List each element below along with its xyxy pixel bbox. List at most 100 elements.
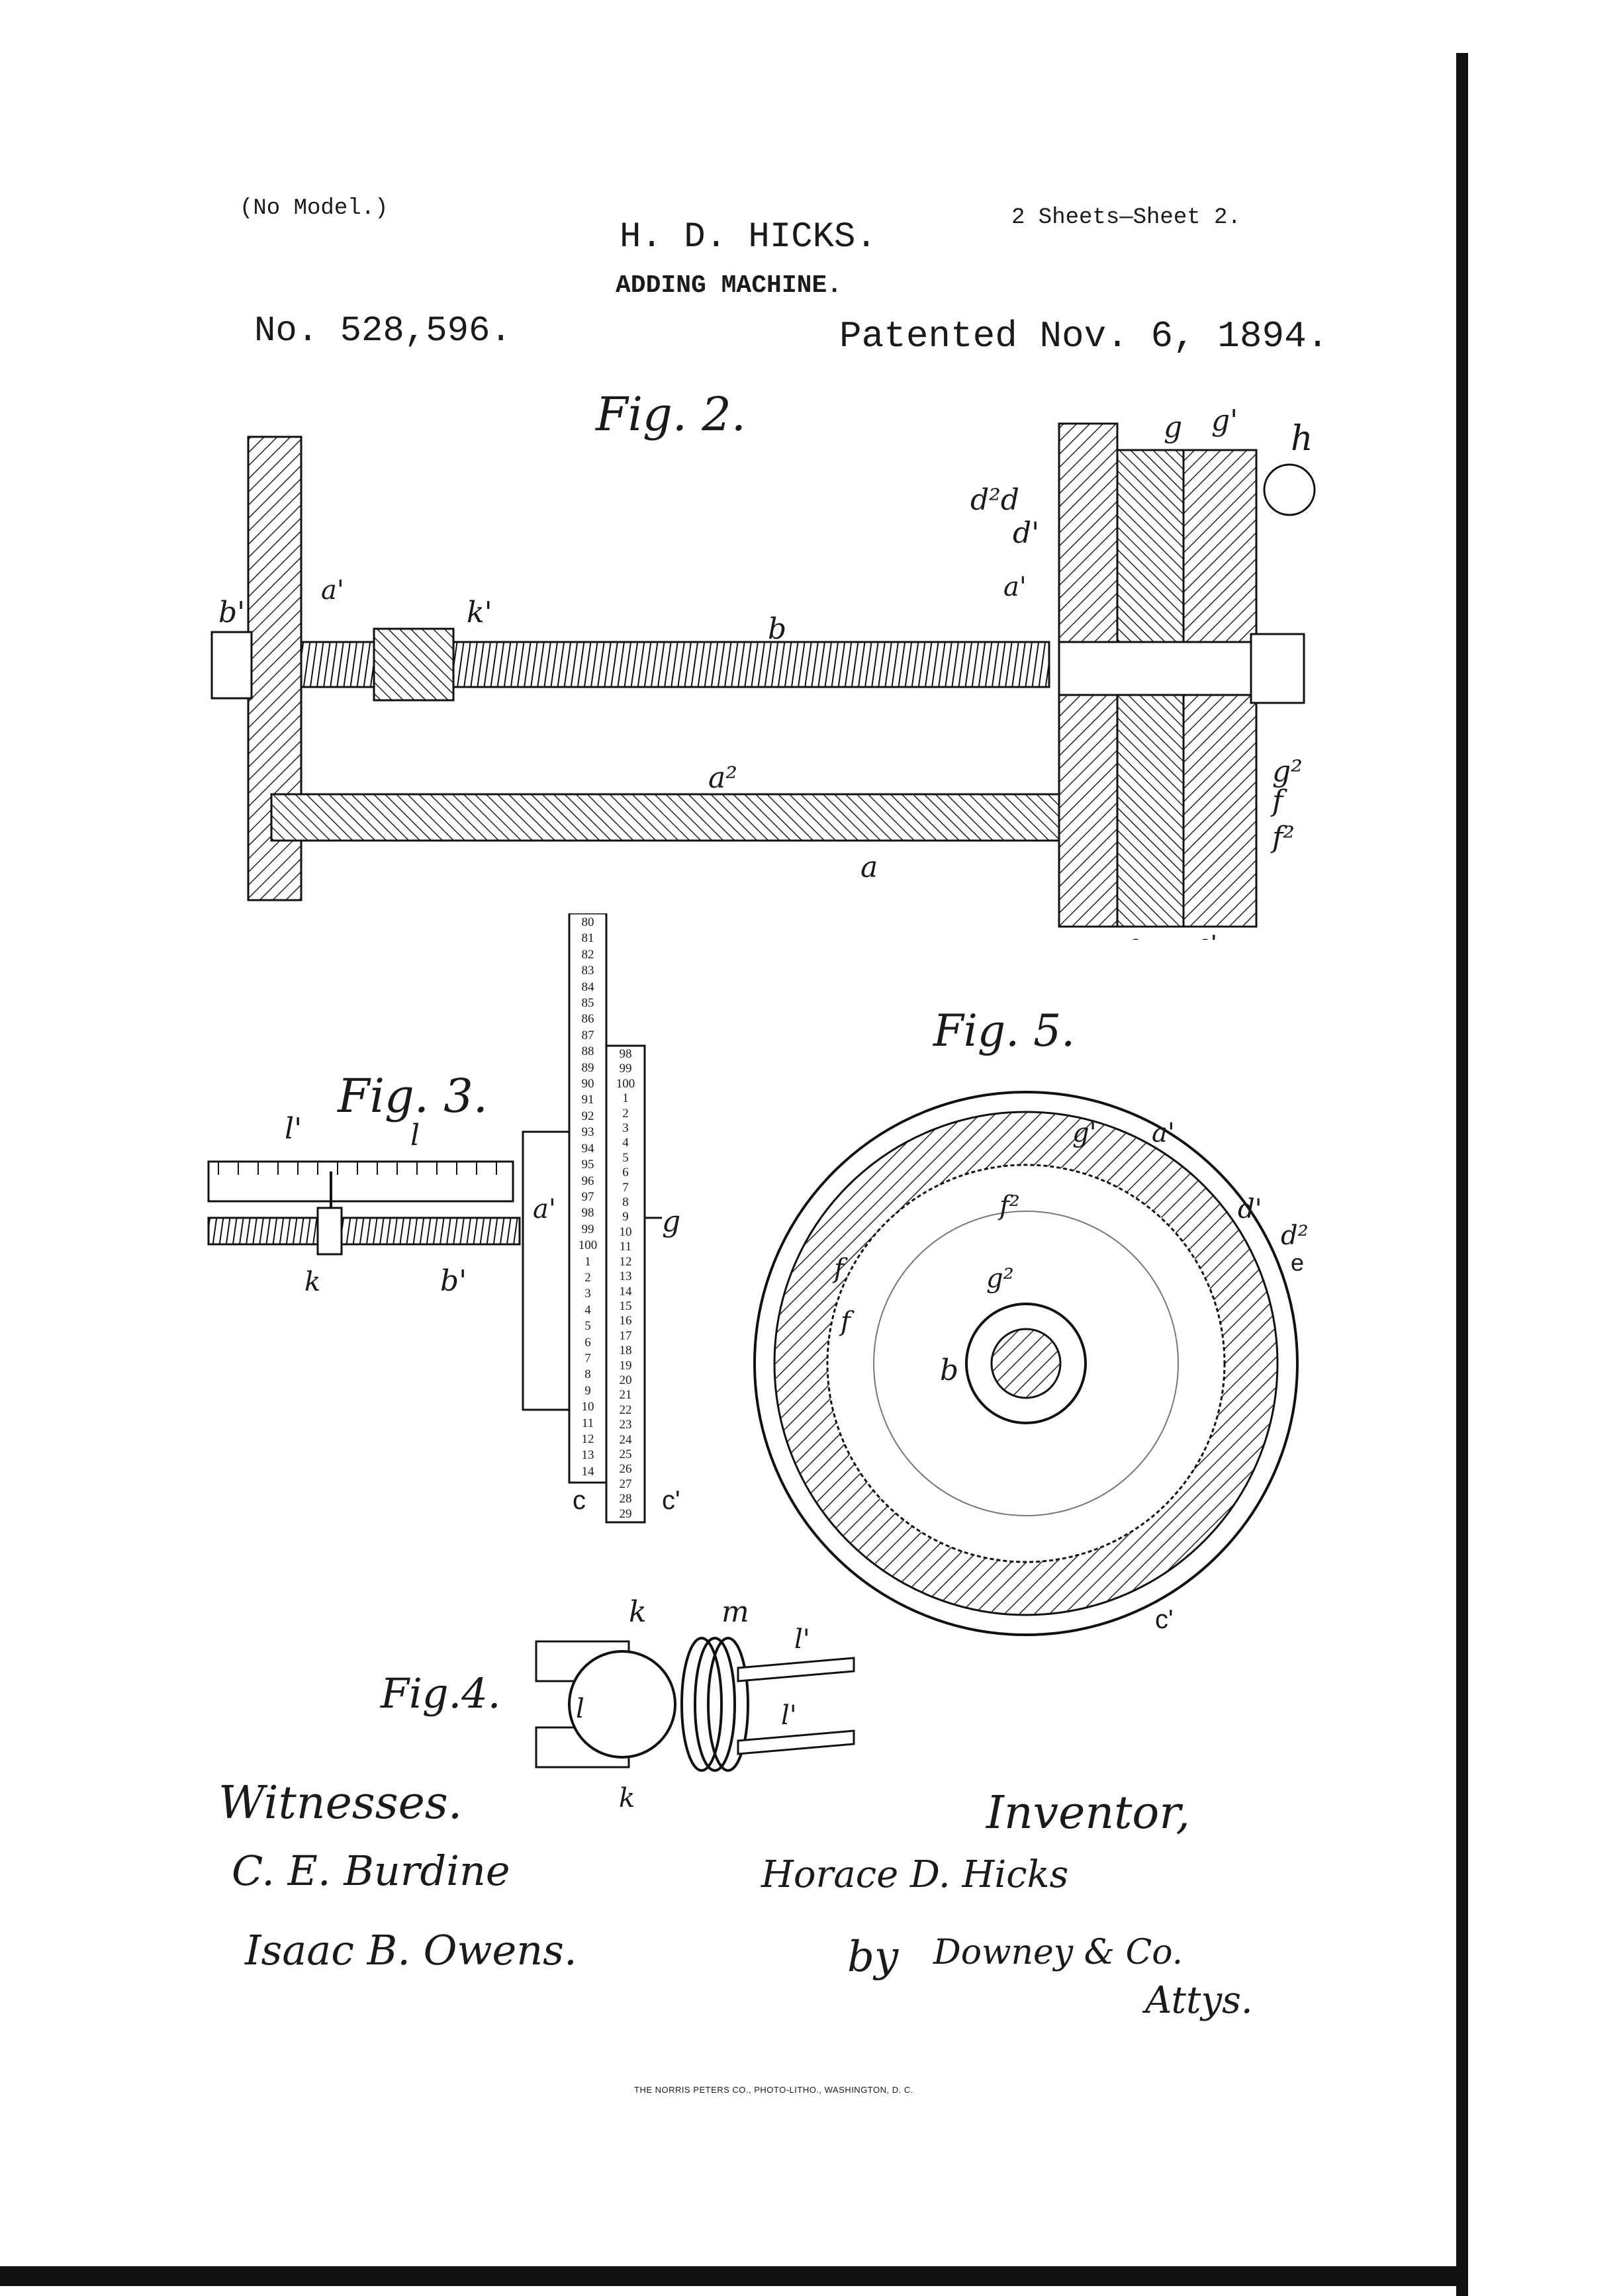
svg-text:d²: d² [1281,1220,1309,1251]
fig2-shaft-stub [210,631,253,700]
svg-text:k: k [629,1595,647,1629]
strip-cell: 3 [622,1121,629,1136]
sheet-count: 2 Sheets—Sheet 2. [1011,205,1241,230]
strip-cell: 89 [581,1060,594,1075]
witness-signature-1: C. E. Burdine [232,1847,510,1895]
strip-cell: 10 [581,1400,594,1414]
strip-cell: 11 [581,1416,594,1430]
svg-text:d': d' [1013,516,1039,550]
fig3-label-l-prime: l' [285,1112,302,1146]
strip-cell: 80 [581,915,594,929]
strip-cell: 28 [619,1492,632,1506]
svg-text:f²: f² [997,1191,1020,1221]
strip-cell: 3 [584,1287,591,1301]
strip-cell: 25 [619,1447,632,1461]
svg-text:l: l [576,1694,584,1724]
svg-text:g²: g² [986,1263,1014,1294]
svg-text:g': g' [1072,1118,1097,1148]
svg-text:c': c' [1155,1605,1174,1634]
strip-cell: 4 [622,1136,629,1150]
strip-cell: 84 [581,980,594,994]
inventor-name: H. D. HICKS. [620,217,877,257]
strip-cell: 23 [619,1418,632,1432]
strip-cell: 21 [619,1388,632,1402]
invention-title: ADDING MACHINE. [616,271,843,300]
strip-cell: 100 [616,1076,635,1091]
printer-imprint: THE NORRIS PETERS CO., PHOTO-LITHO., WAS… [634,2085,913,2095]
attorney-signature: Downey & Co. [933,1933,1183,1972]
strip-cell: 19 [619,1358,632,1373]
scan-border-right [1456,53,1468,2296]
strip-cell: 93 [581,1125,594,1140]
svg-text:l: l [410,1119,420,1152]
patent-date: Patented Nov. 6, 1894. [839,315,1329,357]
svg-text:c: c [573,1486,586,1515]
strip-cell: 24 [619,1432,632,1447]
strip-cell: 94 [581,1141,594,1156]
strip-cell: 99 [581,1222,594,1236]
strip-cell: 18 [619,1344,632,1358]
witnesses-label: Witnesses. [218,1777,463,1829]
strip-cell: 7 [622,1180,629,1195]
strip-cell: 98 [581,1206,594,1220]
strip-cell: 16 [619,1314,632,1328]
svg-text:k: k [304,1267,320,1297]
strip-cell: 87 [581,1028,594,1042]
strip-cell: 12 [619,1254,632,1269]
strip-cell: 6 [584,1335,591,1350]
strip-cell: 82 [581,947,594,962]
fig4-caption: Fig.4. [380,1669,500,1718]
strip-cell: 6 [622,1166,629,1180]
strip-cell: 1 [584,1254,591,1269]
svg-text:f²: f² [1270,821,1295,854]
strip-cell: 26 [619,1462,632,1477]
strip-cell: 2 [622,1106,629,1121]
fig2-hub [1058,641,1279,696]
strip-cell: 1 [622,1091,629,1106]
svg-text:g: g [662,1205,680,1238]
strip-cell: 99 [619,1062,632,1076]
strip-cell: 97 [581,1189,594,1204]
strip-cell: 17 [619,1328,632,1343]
strip-cell: 92 [581,1109,594,1123]
strip-cell: 13 [619,1269,632,1284]
strip-cell: 5 [584,1319,591,1334]
strip-cell: 86 [581,1012,594,1027]
svg-text:c': c' [662,1486,680,1515]
fig3-strip-c: 80 81 82 83 84 85 86 87 88 89 90 91 92 9… [570,915,606,1480]
fig2-caption: Fig. 2. [594,387,746,441]
svg-text:b: b [940,1354,958,1387]
svg-text:c: c [1129,930,1142,940]
svg-text:k: k [619,1783,635,1814]
inventor-label: Inventor, [986,1787,1191,1839]
svg-text:b': b' [218,596,245,629]
svg-text:a': a' [1003,572,1027,602]
svg-text:a²: a² [708,761,737,795]
fig2-knob [1263,463,1316,516]
strip-cell: 9 [622,1210,629,1224]
strip-cell: 9 [584,1383,591,1398]
strip-cell: 12 [581,1432,594,1446]
strip-cell: 14 [581,1464,594,1479]
svg-text:a': a' [533,1194,556,1224]
strip-cell: 98 [619,1047,632,1061]
fig4-drawing: Fig.4. k m l' l l' k [380,1595,855,1814]
strip-cell: 11 [619,1240,632,1254]
strip-cell: 5 [622,1150,629,1165]
strip-cell: 96 [581,1173,594,1188]
scan-border-bottom [0,2266,1468,2286]
svg-text:g: g [1164,410,1182,444]
fig3-drawing: Fig. 3. l' l a' k b' g c c' [207,913,680,1524]
by-word: by [847,1933,899,1982]
patent-number: No. 528,596. [254,311,512,351]
svg-text:f: f [1270,784,1287,818]
strip-cell: 90 [581,1077,594,1091]
attys-label: Attys. [1145,1979,1253,2022]
strip-cell: 8 [584,1367,591,1382]
svg-text:b: b [768,612,786,646]
strip-cell: 88 [581,1044,594,1059]
strip-cell: 15 [619,1299,632,1313]
fig3-caption: Fig. 3. [336,1069,488,1123]
svg-text:l': l' [794,1624,810,1655]
strip-cell: 85 [581,996,594,1011]
